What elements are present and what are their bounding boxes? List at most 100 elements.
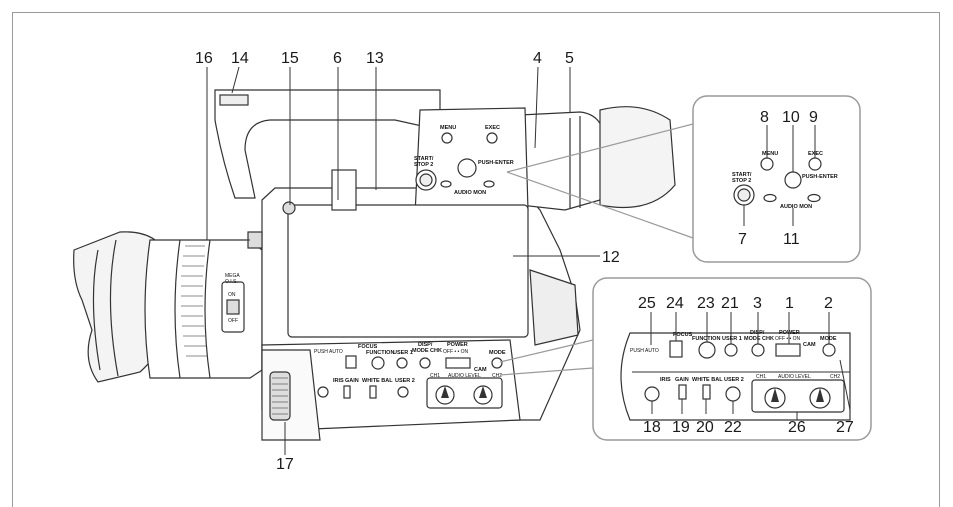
callout-14: 14 <box>231 50 249 67</box>
callout-26: 26 <box>788 419 806 436</box>
power-switch[interactable] <box>445 357 471 369</box>
ois-switch[interactable] <box>226 299 240 315</box>
inset1-minus-button[interactable] <box>763 193 777 203</box>
callout-19: 19 <box>672 419 690 436</box>
lens-barrel <box>144 239 263 379</box>
inset1-label-stop2: STOP 2 <box>732 178 751 184</box>
body-label-off-on: OFF • • ON <box>443 349 469 355</box>
white-bal-switch[interactable] <box>369 385 377 399</box>
viewfinder <box>519 111 607 211</box>
battery <box>529 269 579 346</box>
mic-holder <box>331 169 357 211</box>
user2-button[interactable] <box>397 386 409 398</box>
body-label-iris: IRIS <box>333 378 344 384</box>
callout-18: 18 <box>643 419 661 436</box>
exec-button[interactable] <box>486 132 498 144</box>
inset2-function-button[interactable] <box>698 341 716 359</box>
inset2-label-ch2: CH2 <box>830 374 840 380</box>
inset2-user1-button[interactable] <box>724 343 738 357</box>
inset1-joystick[interactable] <box>784 171 802 189</box>
callout-13: 13 <box>366 50 384 67</box>
body-label-power: POWER <box>447 342 468 348</box>
body-label-function: FUNCTION <box>366 350 394 356</box>
callout-16: 16 <box>195 50 213 67</box>
callout-1: 1 <box>785 295 794 312</box>
body-label-exec: EXEC <box>485 125 500 131</box>
callout-3: 3 <box>753 295 762 312</box>
callout-25: 25 <box>638 295 656 312</box>
body-label-on: ON <box>228 292 236 298</box>
body-label-focus: FOCUS <box>358 344 378 350</box>
inset2-user2-button[interactable] <box>725 386 741 402</box>
callout-11: 11 <box>783 231 800 248</box>
disp-mode-chk-button[interactable] <box>419 357 431 369</box>
focus-switch[interactable] <box>345 355 357 369</box>
inset2-disp-button[interactable] <box>751 343 765 357</box>
inset1-label-audio-mon: AUDIO MON <box>780 204 812 210</box>
inset1-plus-button[interactable] <box>807 193 821 203</box>
inset2-mode-button[interactable] <box>822 343 836 357</box>
figure-frame <box>12 12 940 507</box>
inset2-label-gain: GAIN <box>675 377 689 383</box>
inset2-label-push-auto: PUSH AUTO <box>630 348 659 354</box>
inset1-label-menu: MENU <box>762 151 778 157</box>
inset2-label-ch1: CH1 <box>756 374 766 380</box>
inset2-label-user1: USER 1 <box>722 336 742 342</box>
inset1-exec-button[interactable] <box>808 157 822 171</box>
audio-mon-minus-button[interactable] <box>440 180 452 188</box>
user1-button[interactable] <box>396 357 408 369</box>
function-button[interactable] <box>371 356 385 370</box>
inset2-iris-button[interactable] <box>644 386 660 402</box>
body-label-ch2: CH2 <box>492 373 502 379</box>
audio-mon-plus-button[interactable] <box>483 180 495 188</box>
inset2-label-off-on: OFF • • ON <box>775 336 801 342</box>
callout-8: 8 <box>760 109 769 126</box>
inset2-power-switch[interactable] <box>775 343 801 357</box>
inset-side-controls: PUSH AUTO FOCUS FUNCTION USER 1 DISP/ MO… <box>499 277 872 441</box>
inset1-label-push-enter: PUSH-ENTER <box>802 174 838 180</box>
callout-9: 9 <box>809 109 818 126</box>
inset2-label-mode: MODE <box>820 336 837 342</box>
body-label-user1: USER 1 <box>393 350 413 356</box>
inset1-menu-button[interactable] <box>760 157 774 171</box>
body-label-push-enter: PUSH-ENTER <box>478 160 514 166</box>
mode-button[interactable] <box>491 357 503 369</box>
body-label-off: OFF <box>228 318 238 324</box>
joystick[interactable] <box>457 158 477 178</box>
callout-22: 22 <box>724 419 742 436</box>
menu-button[interactable] <box>441 132 453 144</box>
lcd-monitor <box>287 204 529 338</box>
body-label-white-bal: WHITE BAL <box>362 378 393 384</box>
inset2-label-disp: DISP/ <box>750 330 765 336</box>
inset1-label-start-stop: START/ <box>732 172 752 178</box>
gain-switch[interactable] <box>343 385 351 399</box>
body-label-stop2: STOP 2 <box>414 162 433 168</box>
callout-2: 2 <box>824 295 833 312</box>
body-label-cam: CAM <box>474 367 487 373</box>
callout-5: 5 <box>565 50 574 67</box>
main-callouts: 14 15 6 13 4 5 16 12 17 <box>195 50 620 473</box>
body-label-menu: MENU <box>440 125 456 131</box>
body-labels: MENU EXEC START/ STOP 2 PUSH-ENTER AUDIO… <box>225 125 514 384</box>
inset2-focus-switch[interactable] <box>669 340 683 358</box>
inset2-white-bal-switch[interactable] <box>702 384 711 400</box>
callout-24: 24 <box>666 295 684 312</box>
body-label-push-auto: PUSH AUTO <box>314 349 343 355</box>
eyecup <box>599 106 676 208</box>
inset2-gain-switch[interactable] <box>678 384 687 400</box>
body-label-mega: MEGA <box>225 273 240 279</box>
callout-23: 23 <box>697 295 715 312</box>
callout-7: 7 <box>738 231 747 248</box>
body-label-user2: USER 2 <box>395 378 415 384</box>
iris-button[interactable] <box>317 386 329 398</box>
callout-4: 4 <box>533 50 542 67</box>
inset2-label-iris: IRIS <box>660 377 671 383</box>
body-label-mode: MODE <box>489 350 506 356</box>
callout-15: 15 <box>281 50 299 67</box>
body-label-disp: DISP/ <box>418 342 433 348</box>
body-label-audio-level: AUDIO LEVEL <box>448 373 481 379</box>
inset2-label-mode-chk: MODE CHK <box>744 336 774 342</box>
callout-17: 17 <box>276 456 294 473</box>
inset-top-controls: MENU EXEC START/ STOP 2 PUSH-ENTER AUDIO… <box>506 95 861 263</box>
